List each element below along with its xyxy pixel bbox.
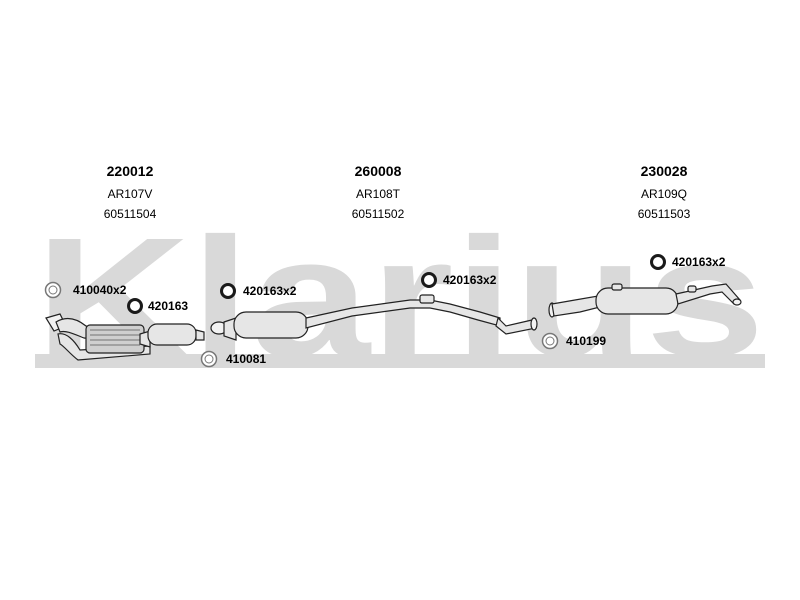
rear-silencer-assembly	[548, 283, 742, 318]
section-2-model: AR108T	[355, 187, 401, 201]
rubber-mount-ring-icon	[421, 272, 437, 288]
gasket-ring-icon	[200, 350, 218, 368]
gasket-ring-icon	[541, 332, 559, 350]
part-label-1: 410040x2	[73, 283, 127, 297]
part-label-5: 420163x2	[443, 273, 497, 287]
part-label-7: 420163x2	[672, 255, 726, 269]
front-pipe-assembly	[45, 313, 205, 361]
watermark-underline	[35, 354, 765, 368]
part-label-3: 410081	[226, 352, 267, 366]
rubber-mount-ring-icon	[220, 283, 236, 299]
gasket-ring-icon	[44, 281, 62, 299]
section-1-ref: 60511504	[103, 207, 157, 221]
section-3-code: 230028	[640, 163, 688, 179]
rubber-mount-ring-icon	[650, 254, 666, 270]
section-1-model: AR107V	[107, 187, 153, 201]
section-2-code: 260008	[354, 163, 402, 179]
part-label-4: 420163x2	[243, 284, 297, 298]
section-2-ref: 60511502	[351, 207, 405, 221]
part-label-6: 410199	[566, 334, 607, 348]
section-3-ref: 60511503	[637, 207, 691, 221]
part-label-2: 420163	[148, 299, 189, 313]
section-1-code: 220012	[106, 163, 154, 179]
center-silencer-assembly	[210, 294, 538, 341]
rubber-mount-ring-icon	[127, 298, 143, 314]
section-3-model: AR109Q	[640, 187, 688, 201]
